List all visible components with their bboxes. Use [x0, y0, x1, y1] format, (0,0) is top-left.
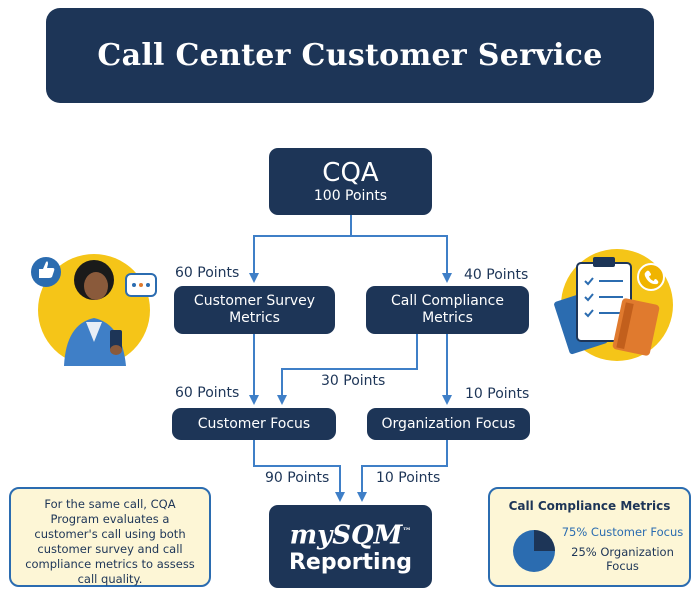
legend-customer-focus: 75% Customer Focus: [561, 525, 684, 539]
organization-focus-node: Organization Focus: [367, 408, 530, 440]
clipboard-checklist-icon: [554, 249, 673, 361]
organization-focus-label: Organization Focus: [381, 415, 516, 432]
mysqm-brand-text: mySQM: [289, 520, 403, 551]
customer-focus-node: Customer Focus: [172, 408, 336, 440]
summary-title: Call Compliance Metrics: [508, 499, 671, 513]
page-title: Call Center Customer Service: [97, 38, 603, 73]
call-compliance-summary: Call Compliance Metrics 75% Customer Foc…: [488, 487, 691, 587]
note-text: For the same call, CQA Program evaluates…: [25, 497, 195, 586]
cqa-node: CQA 100 Points: [269, 148, 432, 215]
edge-label-customer-focus-report: 90 Points: [265, 470, 330, 486]
phone-bubble-icon: [637, 263, 665, 291]
cqa-title: CQA: [322, 158, 379, 188]
edge-organization-focus-to-report: [357, 440, 448, 502]
legend-organization-focus: 25% Organization Focus: [571, 545, 674, 573]
survey-line-1: Customer Survey: [193, 293, 316, 309]
title-banner: Call Center Customer Service: [46, 8, 654, 103]
edge-label-compliance-customer-focus: 30 Points: [321, 373, 386, 389]
trademark-mark: ™: [402, 526, 412, 537]
cqa-points: 100 Points: [313, 188, 388, 204]
edge-customer-focus-to-report: [253, 440, 345, 502]
edge-compliance-to-customer-focus: [277, 334, 418, 405]
edge-cqa-to-compliance: [351, 235, 452, 283]
mysqm-reporting-node: mySQM™ Reporting: [269, 505, 432, 588]
edge-label-cqa-compliance: 40 Points: [464, 267, 529, 283]
customer-survey-metrics-node: Customer Survey Metrics: [174, 286, 335, 334]
compliance-line-2: Metrics: [422, 310, 473, 326]
mysqm-logo: mySQM™: [289, 517, 412, 551]
person-with-phone-icon: [31, 254, 157, 366]
edge-label-compliance-organization-focus: 10 Points: [465, 386, 530, 402]
reporting-label: Reporting: [288, 550, 413, 576]
edge-label-survey-customer-focus: 60 Points: [175, 385, 240, 401]
survey-line-2: Metrics: [229, 310, 280, 326]
compliance-line-1: Call Compliance: [391, 293, 504, 309]
compliance-pie-chart: [513, 530, 555, 572]
chat-bubble-icon: [125, 273, 157, 297]
cqa-explanation-note: For the same call, CQA Program evaluates…: [9, 487, 211, 587]
notebook-icon: [612, 298, 660, 356]
edge-cqa-to-survey: [249, 215, 352, 283]
pie-slice-organization-focus: [534, 530, 555, 551]
edge-label-cqa-survey: 60 Points: [175, 265, 240, 281]
customer-focus-label: Customer Focus: [197, 415, 311, 432]
edge-label-organization-focus-report: 10 Points: [376, 470, 441, 486]
call-compliance-metrics-node: Call Compliance Metrics: [366, 286, 529, 334]
